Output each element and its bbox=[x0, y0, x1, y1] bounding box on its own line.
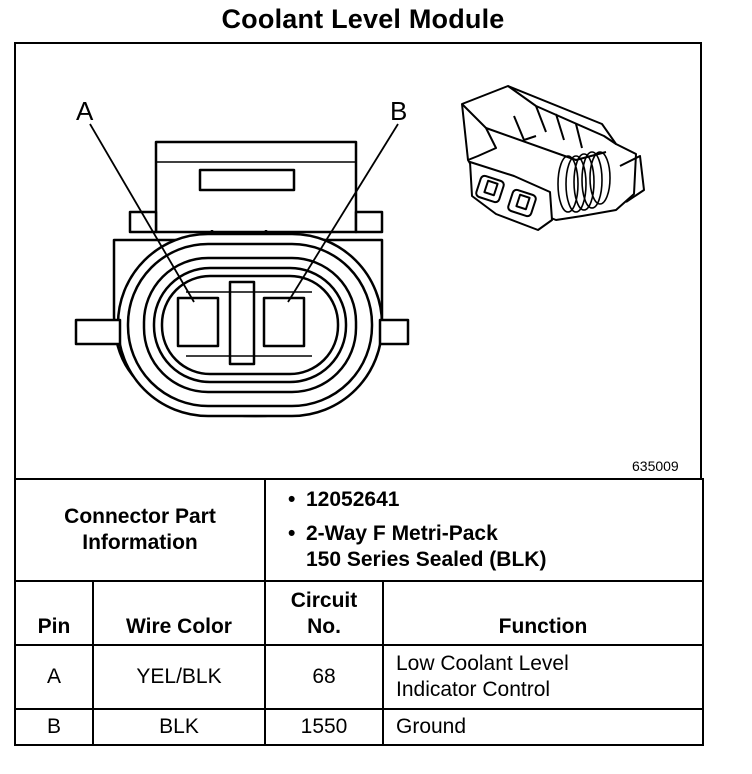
connector-part-info-row: Connector Part Information • 12052641 • 2-… bbox=[14, 478, 705, 582]
header-wire-color: Wire Color bbox=[92, 580, 266, 646]
pin-b-label: B bbox=[390, 96, 407, 126]
pin-cell: A bbox=[14, 644, 94, 710]
figure-number: 635009 bbox=[632, 458, 679, 474]
wire-color-cell: BLK bbox=[92, 708, 266, 746]
connector-part-info-label-line2: Information bbox=[82, 531, 198, 554]
diagram-title: Coolant Level Module bbox=[221, 4, 505, 34]
part-number: 12052641 bbox=[306, 488, 400, 511]
pin-a-leader-line bbox=[89, 123, 195, 303]
header-circuit-line2: No. bbox=[307, 615, 341, 638]
table-row: A YEL/BLK 68 Low Coolant Level Indicator… bbox=[14, 644, 705, 710]
connector-pinout-table: Connector Part Information • 12052641 • 2-… bbox=[14, 478, 705, 746]
connector-face-drawing: A B bbox=[74, 85, 645, 418]
header-circuit-no: Circuit No. bbox=[264, 580, 384, 646]
function-line2: Indicator Control bbox=[396, 678, 551, 701]
wire-color-cell: YEL/BLK bbox=[92, 644, 266, 710]
function-line1: Ground bbox=[396, 715, 467, 738]
bullet-icon: • bbox=[288, 522, 296, 545]
connector-illustration-frame: A B bbox=[14, 42, 702, 480]
bullet-icon: • bbox=[288, 488, 296, 511]
function-cell: Low Coolant Level Indicator Control bbox=[381, 644, 705, 710]
connector-part-details: • 12052641 • 2-Way F Metri-Pack 150 Series… bbox=[263, 478, 705, 582]
circuit-cell: 68 bbox=[264, 644, 384, 710]
pin-b-leader-line bbox=[287, 123, 399, 303]
connector-part-info-label-line1: Connector Part bbox=[64, 505, 216, 528]
connector-part-info-label: Connector Part Information bbox=[14, 478, 266, 582]
function-line1: Low Coolant Level bbox=[396, 652, 569, 675]
connector-isometric-view bbox=[461, 85, 645, 231]
terminal-cavities bbox=[176, 280, 312, 366]
table-row: B BLK 1550 Ground bbox=[14, 708, 705, 746]
connector-description-line2: 150 Series Sealed (BLK) bbox=[306, 548, 547, 571]
connector-latch-housing bbox=[128, 140, 384, 240]
function-cell: Ground bbox=[381, 708, 705, 746]
pin-a-label: A bbox=[76, 96, 94, 126]
connector-description-line1: 2-Way F Metri-Pack bbox=[306, 522, 498, 545]
pin-table-header-row: Pin Wire Color Circuit No. Function bbox=[14, 580, 705, 646]
header-circuit-line1: Circuit bbox=[290, 589, 358, 612]
header-function: Function bbox=[381, 580, 705, 646]
header-pin: Pin bbox=[14, 580, 94, 646]
pin-cell: B bbox=[14, 708, 94, 746]
circuit-cell: 1550 bbox=[264, 708, 384, 746]
